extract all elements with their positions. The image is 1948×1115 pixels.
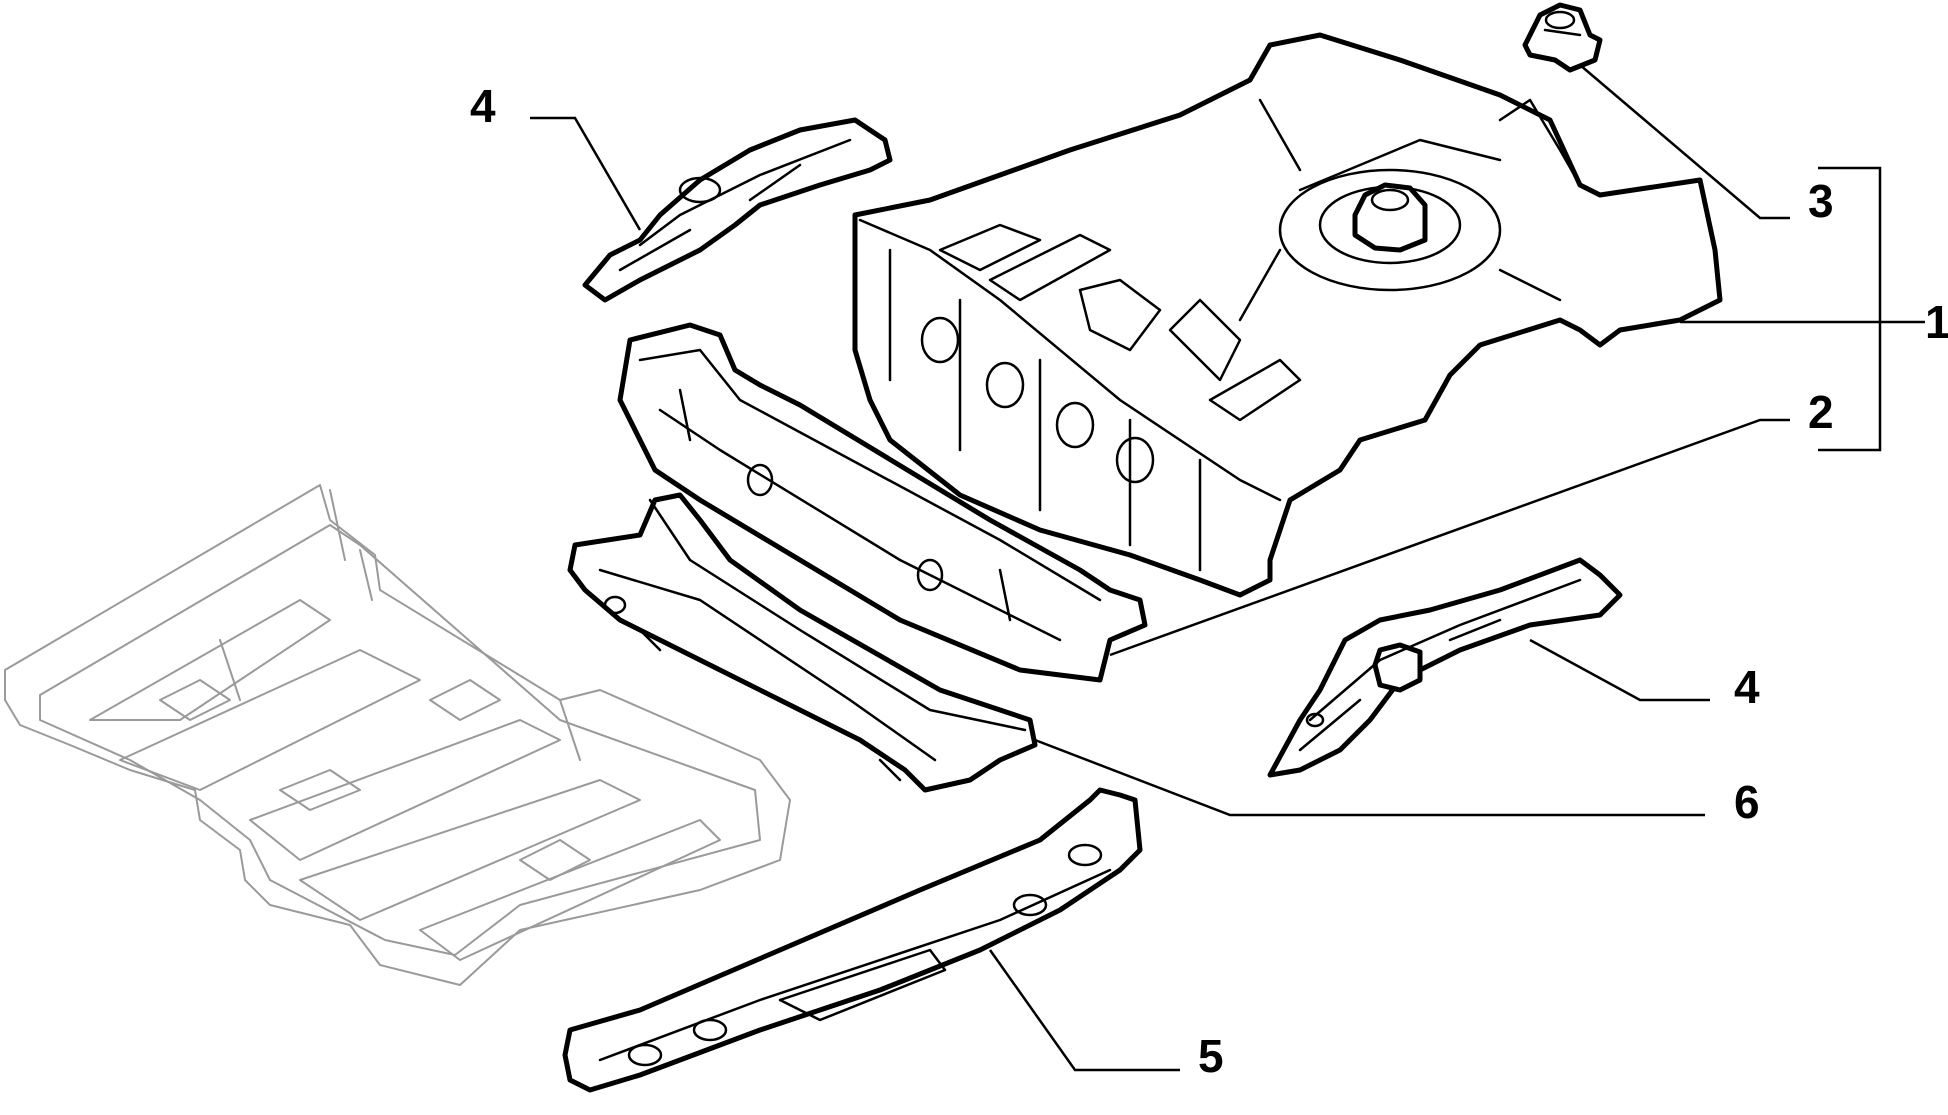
cross-beam-bracket xyxy=(567,492,1038,793)
leader-part-4-left xyxy=(530,116,642,231)
callout-4-left: 4 xyxy=(470,80,496,132)
leader-part-2 xyxy=(1109,418,1790,657)
leader-part-5 xyxy=(988,949,1180,1072)
bump-stop-bracket xyxy=(1522,2,1603,73)
callout-labels: 4 3 1 2 4 6 5 xyxy=(470,80,1948,1082)
leader-part-3 xyxy=(1579,64,1790,220)
callout-5: 5 xyxy=(1198,1030,1224,1082)
callout-4-right: 4 xyxy=(1734,661,1760,713)
leader-lines xyxy=(530,64,1925,1072)
callout-1: 1 xyxy=(1925,296,1948,348)
front-floor-pan-ghost xyxy=(4,484,791,986)
side-bracket-left xyxy=(582,117,893,303)
leader-part-4-right xyxy=(1529,638,1710,702)
side-bracket-right xyxy=(1267,557,1623,778)
callout-2: 2 xyxy=(1808,386,1834,438)
leader-part-6 xyxy=(1034,738,1705,817)
longitudinal-member xyxy=(562,787,1143,1093)
rear-crossmember xyxy=(617,322,1148,683)
callout-3: 3 xyxy=(1808,175,1834,227)
rear-floor-pan xyxy=(852,32,1723,598)
bracket-part-1 xyxy=(1818,166,1882,452)
callout-6: 6 xyxy=(1734,776,1760,828)
